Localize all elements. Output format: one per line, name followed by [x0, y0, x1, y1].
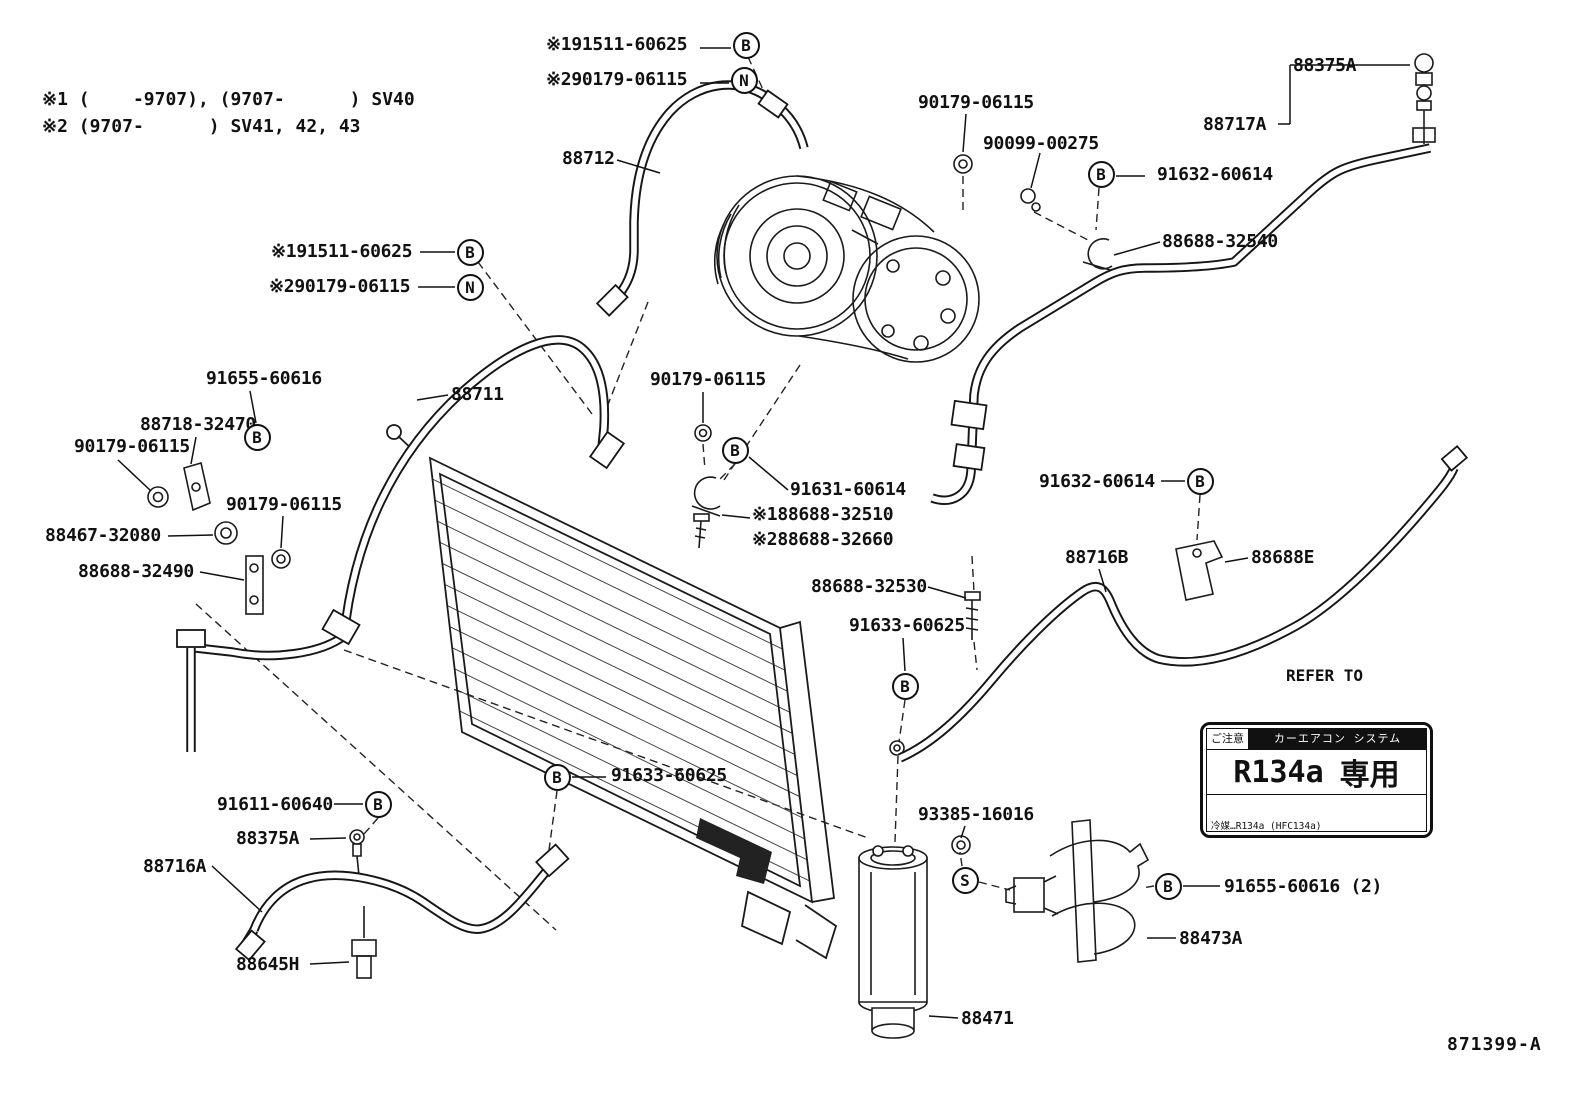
part-label-88718-32470: 88718-32470	[140, 414, 256, 435]
plate-spec-line1: 冷媒…R134a (HFC134a)	[1211, 821, 1322, 832]
refrigerant-pipes-core	[188, 82, 1457, 952]
part-label-90179-06115-mid: ※290179-06115	[269, 276, 411, 297]
part-label-91511-60625-top: ※191511-60625	[546, 34, 688, 55]
ref-marker-b-8: B	[1186, 467, 1214, 495]
part-label-88688-32510: ※188688-32510	[752, 504, 894, 525]
part-label-88375A-tr: 88375A	[1293, 55, 1357, 76]
plate-system-title: カーエアコン システム	[1249, 729, 1426, 749]
drier-clamp-illustration	[1005, 819, 1150, 963]
drawing-number: 871399-A	[1447, 1034, 1542, 1055]
ref-marker-b-9: B	[543, 763, 571, 791]
variant-note-block: ※1 ( -9707), (9707- ) SV40 ※2 (9707- ) S…	[42, 86, 415, 140]
part-label-91655-60616-2: 91655-60616 (2)	[1224, 876, 1383, 897]
part-label-88375A-bl: 88375A	[236, 828, 300, 849]
label-leader-lines	[117, 47, 1410, 1019]
part-label-88712: 88712	[562, 148, 615, 169]
compressor-illustration	[713, 175, 980, 363]
part-label-88467-32080: 88467-32080	[45, 525, 161, 546]
part-label-88688-32530: 88688-32530	[811, 576, 927, 597]
part-label-88473A: 88473A	[1179, 928, 1243, 949]
part-label-88717A: 88717A	[1203, 114, 1267, 135]
ref-marker-s-11: S	[951, 866, 979, 894]
ref-marker-b-10: B	[364, 790, 392, 818]
part-label-91611-60640: 91611-60640	[217, 794, 333, 815]
plate-exclusive-label: 専用	[1339, 758, 1400, 793]
variant-note-line1: ※1 ( -9707), (9707- ) SV40	[42, 89, 415, 110]
pipe-fittings	[176, 89, 1469, 962]
ref-marker-b-6: B	[721, 436, 749, 464]
receiver-drier-illustration	[858, 845, 928, 1039]
part-label-91632-60614-a: 91632-60614	[1157, 164, 1273, 185]
condenser-illustration	[386, 424, 838, 960]
part-label-88688-32660: ※288688-32660	[752, 529, 894, 550]
part-label-90179-06115-left2: 90179-06115	[226, 494, 342, 515]
ref-marker-b-7: B	[891, 672, 919, 700]
ref-marker-b-12: B	[1154, 872, 1182, 900]
small-hardware-parts	[147, 53, 1436, 979]
part-label-90179-06115-left: 90179-06115	[74, 436, 190, 457]
part-label-90099-00275: 90099-00275	[983, 133, 1099, 154]
part-label-90179-06115-center: 90179-06115	[650, 369, 766, 390]
part-label-90179-06115-comp: 90179-06115	[918, 92, 1034, 113]
part-label-88716B: 88716B	[1065, 547, 1129, 568]
part-label-91633-60625-r: 91633-60625	[849, 615, 965, 636]
part-label-88711: 88711	[451, 384, 504, 405]
plate-refrigerant-code: R134a	[1233, 754, 1324, 790]
ref-marker-b-3: B	[456, 238, 484, 266]
plate-caution-label: ご注意	[1207, 729, 1249, 749]
part-label-91631-60614: 91631-60614	[790, 479, 906, 500]
part-label-91511-60625-mid: ※191511-60625	[271, 241, 413, 262]
ref-marker-b-0: B	[732, 31, 760, 59]
part-label-88716A: 88716A	[143, 856, 207, 877]
part-label-91655-60616: 91655-60616	[206, 368, 322, 389]
ref-marker-b-5: B	[243, 423, 271, 451]
part-label-88688E: 88688E	[1251, 547, 1315, 568]
part-label-88688-32490: 88688-32490	[78, 561, 194, 582]
r134a-caution-plate: ご注意 カーエアコン システム R134a 専用 冷媒…R134a (HFC13…	[1200, 722, 1433, 838]
r134a-plate-inner: ご注意 カーエアコン システム R134a 専用 冷媒…R134a (HFC13…	[1206, 728, 1427, 832]
ref-marker-n-4: N	[456, 273, 484, 301]
part-label-91633-60625-b: 91633-60625	[611, 765, 727, 786]
part-label-88471: 88471	[961, 1008, 1014, 1029]
part-label-88688-32540: 88688-32540	[1162, 231, 1278, 252]
dashed-alignment-lines	[195, 56, 1201, 931]
part-label-90179-06115-top: ※290179-06115	[546, 69, 688, 90]
ref-marker-b-2: B	[1087, 160, 1115, 188]
refer-note-line1: REFER TO	[1286, 666, 1364, 685]
part-label-91632-60614-b: 91632-60614	[1039, 471, 1155, 492]
ref-marker-n-1: N	[730, 66, 758, 94]
part-label-93385-16016: 93385-16016	[918, 804, 1034, 825]
part-label-88645H: 88645H	[236, 954, 300, 975]
variant-note-line2: ※2 (9707- ) SV41, 42, 43	[42, 116, 361, 137]
